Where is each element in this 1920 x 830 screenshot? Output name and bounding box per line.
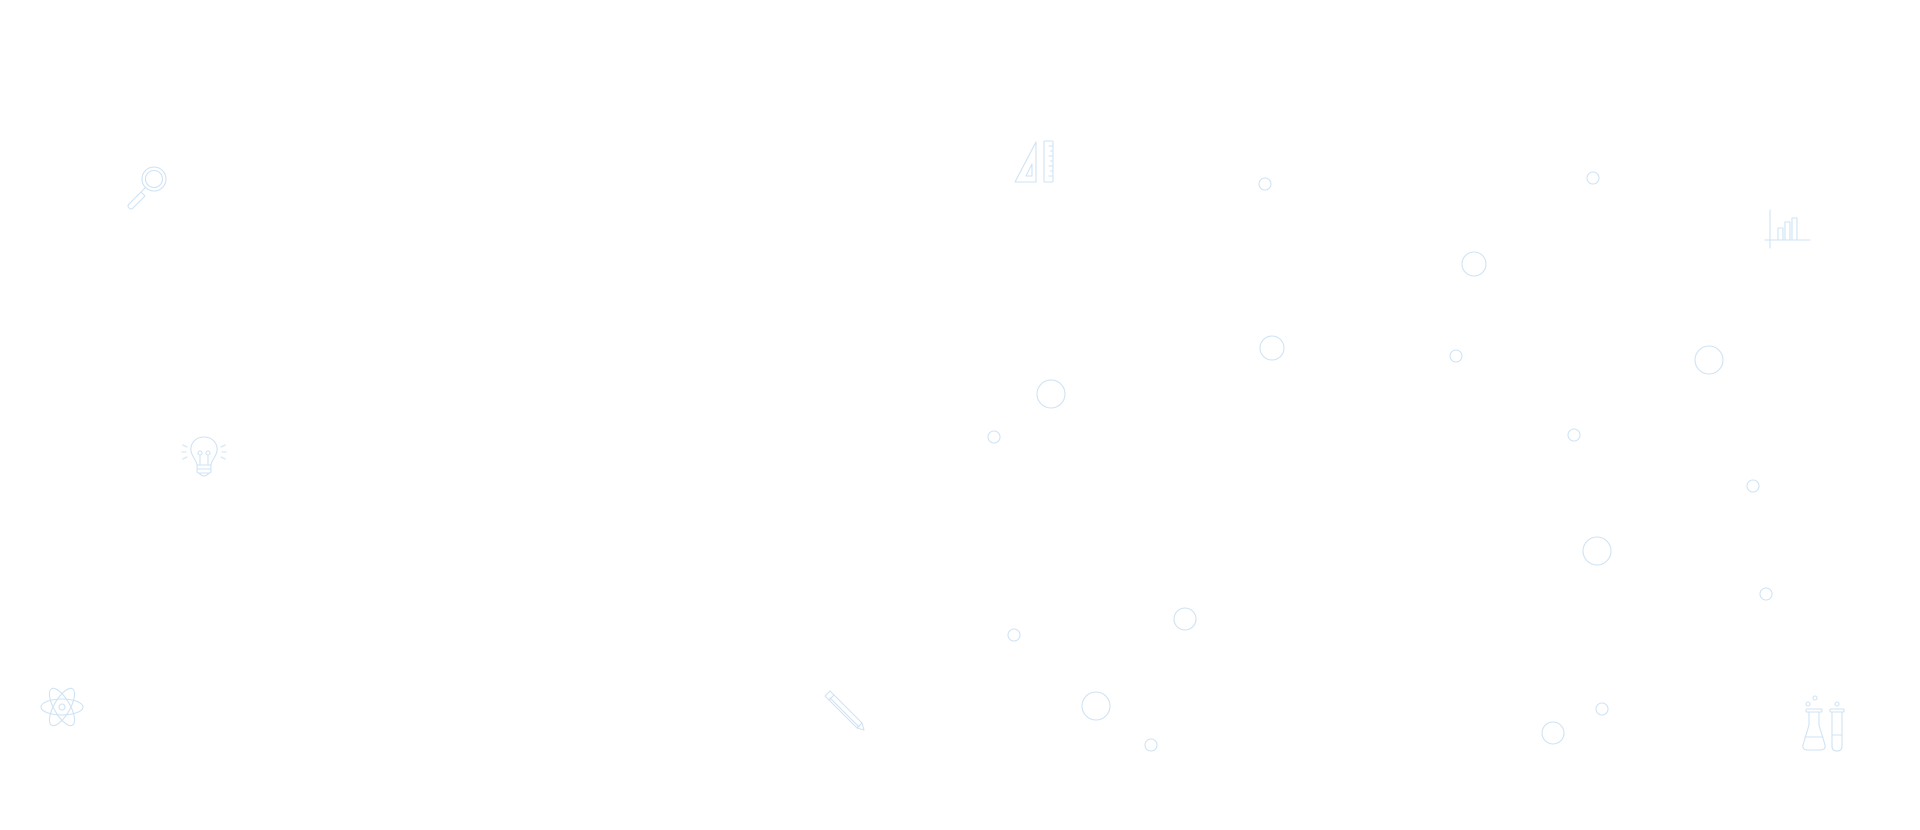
flask-test-tube-icon xyxy=(1802,695,1845,752)
circle xyxy=(1586,171,1600,185)
circle xyxy=(1449,349,1463,363)
circle xyxy=(1461,251,1487,277)
set-square-ruler-icon xyxy=(1014,140,1054,183)
circle xyxy=(1036,379,1066,409)
circle xyxy=(1746,479,1760,493)
circle xyxy=(1258,177,1272,191)
circle xyxy=(1595,702,1609,716)
circle xyxy=(1567,428,1581,442)
magnifier-icon xyxy=(127,166,167,210)
circle xyxy=(987,430,1001,444)
atom-icon xyxy=(40,687,84,727)
circle xyxy=(1541,721,1565,745)
circle xyxy=(1081,691,1111,721)
pencil-icon xyxy=(824,690,865,731)
circle xyxy=(1759,587,1773,601)
circle xyxy=(1173,607,1197,631)
lightbulb-icon xyxy=(181,436,227,477)
circle xyxy=(1144,738,1158,752)
circle xyxy=(1694,345,1724,375)
circle xyxy=(1007,628,1021,642)
circle xyxy=(1582,536,1612,566)
bar-chart-icon xyxy=(1764,209,1811,249)
circle xyxy=(1259,335,1285,361)
